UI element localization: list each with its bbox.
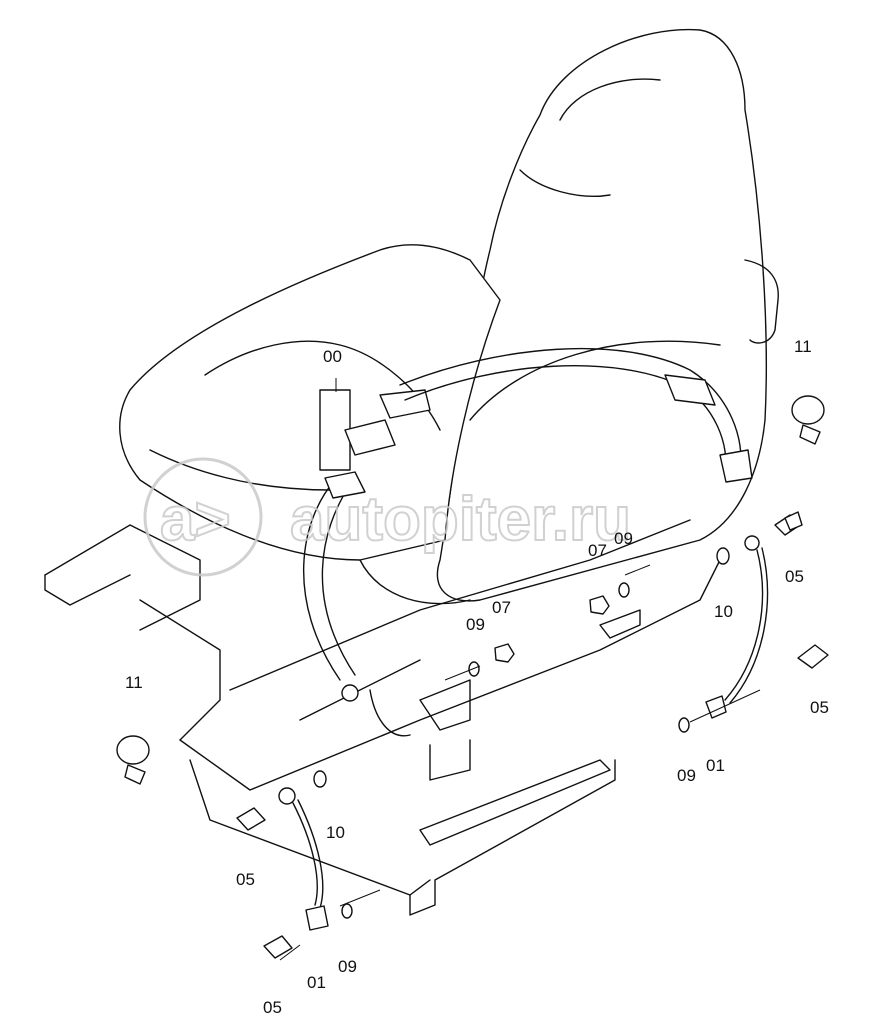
label-clip-left: 11	[125, 673, 143, 692]
label-nut-left: 07	[492, 598, 511, 617]
label-nut-right: 07	[588, 541, 607, 560]
spring-washer-right	[716, 547, 730, 565]
label-clip-right: 11	[794, 337, 812, 356]
bolt-right-lower	[797, 644, 829, 669]
label-washer-upper-left: 09	[466, 615, 485, 634]
washer-lower-right	[678, 717, 690, 733]
nut-right	[589, 595, 610, 615]
label-cable-left: 01	[307, 973, 326, 992]
label-spring-washer-right: 10	[714, 602, 733, 621]
washer-lower-left	[341, 903, 353, 919]
washer-upper-left	[468, 661, 480, 677]
retractor-anchor	[719, 449, 753, 483]
callout-labels: 00 11 11 07 07 09 09 09 09 10 10 05 05 0…	[125, 337, 829, 1017]
washer-upper-right	[618, 582, 630, 598]
label-bolt-left-upper: 05	[236, 870, 255, 889]
ground-cable-right	[705, 535, 769, 719]
nut-left	[494, 643, 515, 663]
spring-washer-left	[313, 770, 327, 788]
belt-anchor-bolt	[341, 684, 359, 702]
label-bolt-left-lower: 05	[263, 998, 282, 1017]
label-bolt-right-lower: 05	[810, 698, 829, 717]
label-cable-right: 01	[706, 756, 725, 775]
label-washer-upper-right: 09	[614, 529, 633, 548]
bolt-right-upper	[774, 511, 803, 536]
label-seat-belt: 00	[323, 347, 342, 366]
seat-belt	[303, 347, 753, 702]
label-bolt-right-upper: 05	[785, 567, 804, 586]
buckle-tongue	[344, 419, 396, 456]
label-washer-lower-left: 09	[338, 957, 357, 976]
buckle-latch	[379, 389, 431, 419]
seat-frame	[44, 519, 721, 916]
leader-lines	[279, 378, 761, 961]
label-washer-lower-right: 09	[677, 766, 696, 785]
clip-right	[791, 395, 825, 445]
ground-cable-left	[278, 787, 329, 931]
watermark: a> autopiter.ru	[143, 457, 632, 577]
bolt-left-upper	[236, 807, 266, 831]
bolt-left-lower	[263, 935, 293, 959]
svg-text:a>: a>	[160, 485, 231, 554]
label-spring-washer-left: 10	[326, 823, 345, 842]
clip-left	[116, 735, 150, 785]
watermark-text: autopiter.ru	[290, 485, 631, 554]
